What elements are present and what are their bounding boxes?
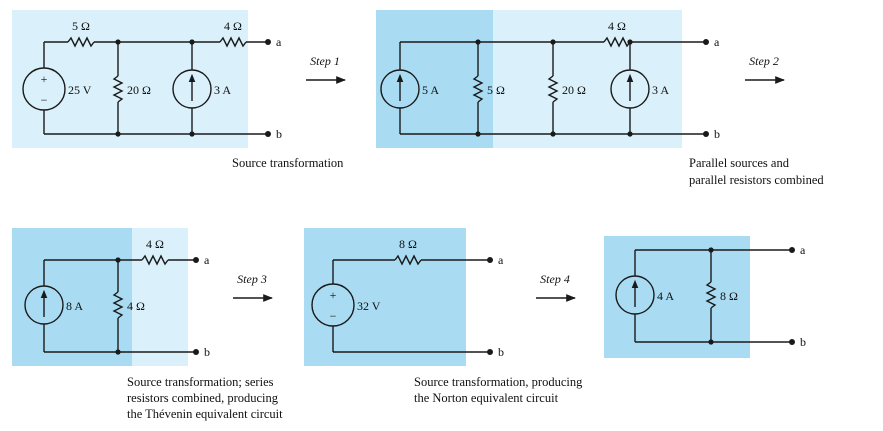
- step-1-label: Step 1: [310, 54, 340, 68]
- caption-step-3-line-2: resistors combined, producing: [127, 391, 279, 405]
- resistor-4-ohm-shunt: [112, 291, 124, 319]
- label-isrc1: 5 A: [422, 83, 439, 97]
- resistor-8-ohm: [705, 281, 717, 309]
- terminal-b: [193, 349, 199, 355]
- label-a: a: [204, 253, 210, 267]
- label-vsrc: 32 V: [357, 299, 381, 313]
- circuit-4-thevenin: + − 8 Ω 32 V a b: [304, 228, 504, 366]
- terminal-a: [487, 257, 493, 263]
- step-4-label: Step 4: [540, 272, 570, 286]
- step-2-label: Step 2: [749, 54, 779, 68]
- current-source-4a: [615, 275, 655, 315]
- label-a: a: [714, 35, 720, 49]
- voltage-source-32v: + −: [311, 283, 355, 327]
- resistor-4-ohm: [219, 36, 247, 48]
- resistor-5-ohm: [67, 36, 95, 48]
- caption-step-2-line-1: Parallel sources and: [689, 156, 790, 170]
- label-a: a: [498, 253, 504, 267]
- current-source-3a: [610, 69, 650, 109]
- resistor-8-ohm: [394, 254, 422, 266]
- panel-highlight: [12, 228, 132, 366]
- terminal-a: [789, 247, 795, 253]
- svg-text:+: +: [330, 288, 337, 302]
- svg-text:−: −: [330, 309, 337, 323]
- label-r3: 20 Ω: [127, 83, 151, 97]
- step-2-arrow: Step 2: [745, 54, 785, 84]
- step-3-arrow: Step 3: [233, 272, 273, 302]
- caption-step-3-line-1: Source transformation; series: [127, 375, 274, 389]
- label-r2: 4 Ω: [127, 299, 145, 313]
- label-r2: 20 Ω: [562, 83, 586, 97]
- panel-background: [604, 236, 750, 358]
- label-a: a: [800, 243, 806, 257]
- panel-background: [12, 10, 248, 148]
- label-b: b: [204, 345, 210, 359]
- label-b: b: [498, 345, 504, 359]
- label-b: b: [276, 127, 282, 141]
- step-3-label: Step 3: [237, 272, 267, 286]
- label-r3: 4 Ω: [608, 19, 626, 33]
- voltage-source-25v: + −: [22, 67, 66, 111]
- terminal-b: [487, 349, 493, 355]
- resistor-4-ohm: [603, 36, 631, 48]
- label-r1: 5 Ω: [72, 19, 90, 33]
- caption-step-2-line-2: parallel resistors combined: [689, 173, 824, 187]
- terminal-b: [265, 131, 271, 137]
- label-r1: 5 Ω: [487, 83, 505, 97]
- label-isrc: 8 A: [66, 299, 83, 313]
- terminal-b: [789, 339, 795, 345]
- resistor-20-ohm: [112, 75, 124, 103]
- svg-text:+: +: [41, 72, 48, 86]
- current-source-3a: [172, 69, 212, 109]
- resistor-5-ohm: [472, 75, 484, 103]
- resistor-20-ohm: [547, 75, 559, 103]
- step-1-arrow: Step 1: [306, 54, 346, 84]
- resistor-4-ohm-series: [141, 254, 169, 266]
- label-b: b: [714, 127, 720, 141]
- caption-step-4-line-1: Source transformation, producing: [414, 375, 583, 389]
- label-a: a: [276, 35, 282, 49]
- label-r: 8 Ω: [399, 237, 417, 251]
- current-source-5a: [380, 69, 420, 109]
- step-4-arrow: Step 4: [536, 272, 576, 302]
- terminal-a: [193, 257, 199, 263]
- label-isrc2: 3 A: [652, 83, 669, 97]
- current-source-8a: [24, 285, 64, 325]
- label-isrc: 3 A: [214, 83, 231, 97]
- label-r: 8 Ω: [720, 289, 738, 303]
- caption-step-4-line-2: the Norton equivalent circuit: [414, 391, 559, 405]
- circuit-1-original: + − 5 Ω 4 Ω 25 V 20 Ω 3 A a b: [12, 10, 282, 148]
- panel-background: [304, 228, 466, 366]
- label-isrc: 4 A: [657, 289, 674, 303]
- label-vsrc: 25 V: [68, 83, 92, 97]
- terminal-a: [703, 39, 709, 45]
- circuit-3-combined: 8 A 4 Ω 4 Ω a b: [12, 228, 210, 366]
- terminal-a: [265, 39, 271, 45]
- caption-step-1: Source transformation: [232, 156, 344, 170]
- label-r1: 4 Ω: [146, 237, 164, 251]
- circuit-2-source-transformed: 5 A 5 Ω 20 Ω 3 A 4 Ω a b: [376, 10, 720, 148]
- svg-text:−: −: [41, 93, 48, 107]
- caption-step-3-line-3: the Thévenin equivalent circuit: [127, 407, 283, 421]
- label-r2: 4 Ω: [224, 19, 242, 33]
- circuit-5-norton: 4 A 8 Ω a b: [604, 236, 806, 358]
- terminal-b: [703, 131, 709, 137]
- label-b: b: [800, 335, 806, 349]
